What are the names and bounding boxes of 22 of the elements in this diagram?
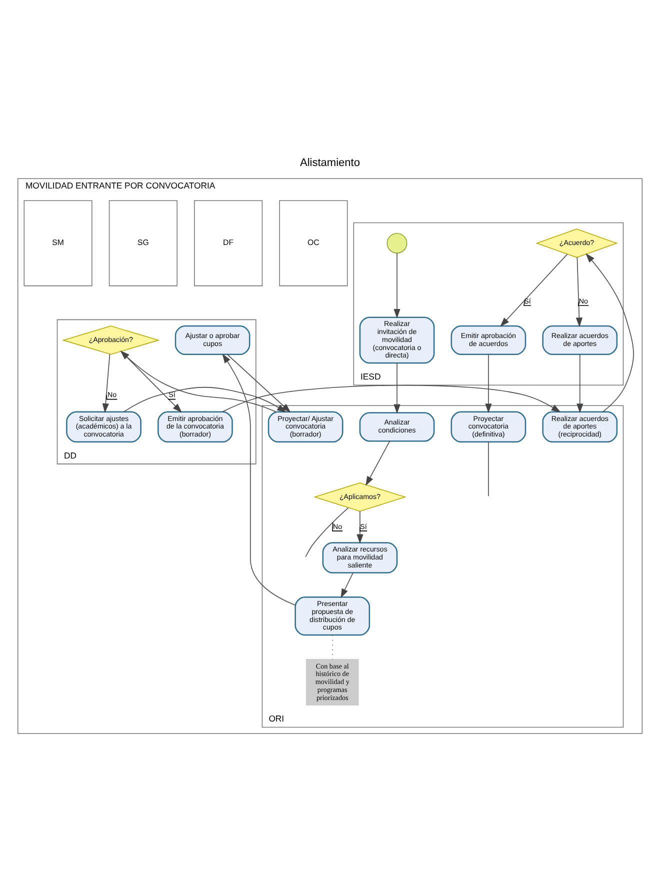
arrow — [586, 253, 634, 412]
node-box: SG — [108, 200, 178, 286]
arrow — [340, 572, 354, 598]
arrow — [394, 362, 400, 414]
arrow — [394, 252, 400, 318]
arrow — [123, 386, 287, 412]
arrow — [576, 354, 584, 414]
node-box: SM — [24, 200, 92, 286]
node-box: OC — [279, 200, 348, 286]
arrow — [576, 256, 589, 328]
node-box: DF — [194, 200, 263, 286]
arrow — [102, 354, 118, 413]
connector — [488, 442, 489, 497]
arrow — [485, 354, 492, 414]
node-circle — [386, 232, 408, 254]
connector — [305, 507, 349, 558]
arrow — [222, 354, 296, 606]
diagram-title: Alistamiento — [300, 157, 360, 170]
arrow — [226, 354, 291, 413]
arrow — [500, 254, 568, 327]
arrow — [366, 440, 390, 486]
arrow — [222, 384, 561, 412]
